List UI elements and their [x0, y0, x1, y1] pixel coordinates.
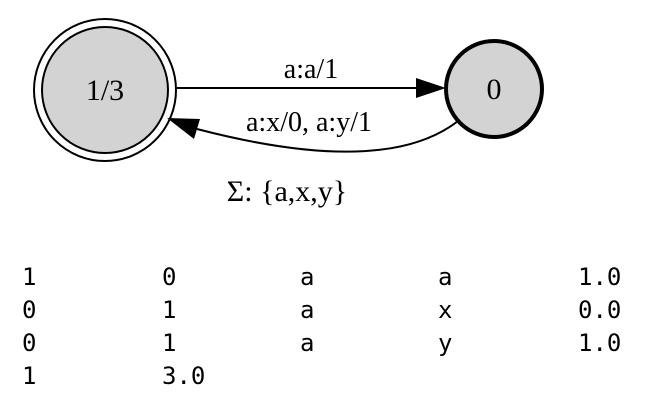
table-cell-dst: 0 — [162, 263, 177, 291]
edge-0-to-1: a:x/0, a:y/1 — [167, 107, 459, 153]
table-cell-input: a — [300, 329, 315, 357]
edge-0-to-1-arrowhead — [167, 118, 200, 139]
edge-1-to-0-label: a:a/1 — [284, 54, 338, 85]
state-0-circle — [444, 39, 544, 139]
table-cell-weight: 1.0 — [578, 263, 622, 291]
edge-1-to-0-arrowhead — [416, 78, 446, 98]
alphabet-label: Σ: {a,x,y} — [227, 175, 347, 208]
state-0-label: 0 — [487, 73, 502, 106]
table-cell-final-weight: 3.0 — [162, 362, 206, 390]
edge-1-to-0: a:a/1 — [177, 54, 446, 98]
table-cell-weight: 1.0 — [578, 329, 622, 357]
table-cell-src: 1 — [22, 263, 37, 291]
state-1-outer-ring — [33, 18, 177, 162]
table-cell-output: a — [438, 263, 453, 291]
fst-diagram: 1/3 0 a:a/1 a:x/0, a:y/1 Σ: {a,x,y} — [33, 18, 544, 208]
table-cell-final-state: 1 — [22, 362, 37, 390]
table-cell-input: a — [300, 296, 315, 324]
table-cell-output: x — [438, 296, 453, 324]
edge-0-to-1-label: a:x/0, a:y/1 — [246, 107, 372, 138]
table-cell-input: a — [300, 263, 315, 291]
table-cell-src: 0 — [22, 296, 37, 324]
state-0: 0 — [444, 39, 544, 139]
table-cell-output: y — [438, 329, 453, 357]
table-cell-dst: 1 — [162, 296, 177, 324]
table-cell-weight: 0.0 — [578, 296, 622, 324]
table-cell-dst: 1 — [162, 329, 177, 357]
state-1-label: 1/3 — [86, 74, 124, 107]
state-1: 1/3 — [33, 18, 177, 162]
state-1-circle — [41, 26, 169, 154]
transition-table: 1 0 a a 1.0 0 1 a x 0.0 0 1 a y 1.0 1 3.… — [0, 255, 650, 405]
table-cell-src: 0 — [22, 329, 37, 357]
edge-0-to-1-curve — [196, 120, 459, 153]
